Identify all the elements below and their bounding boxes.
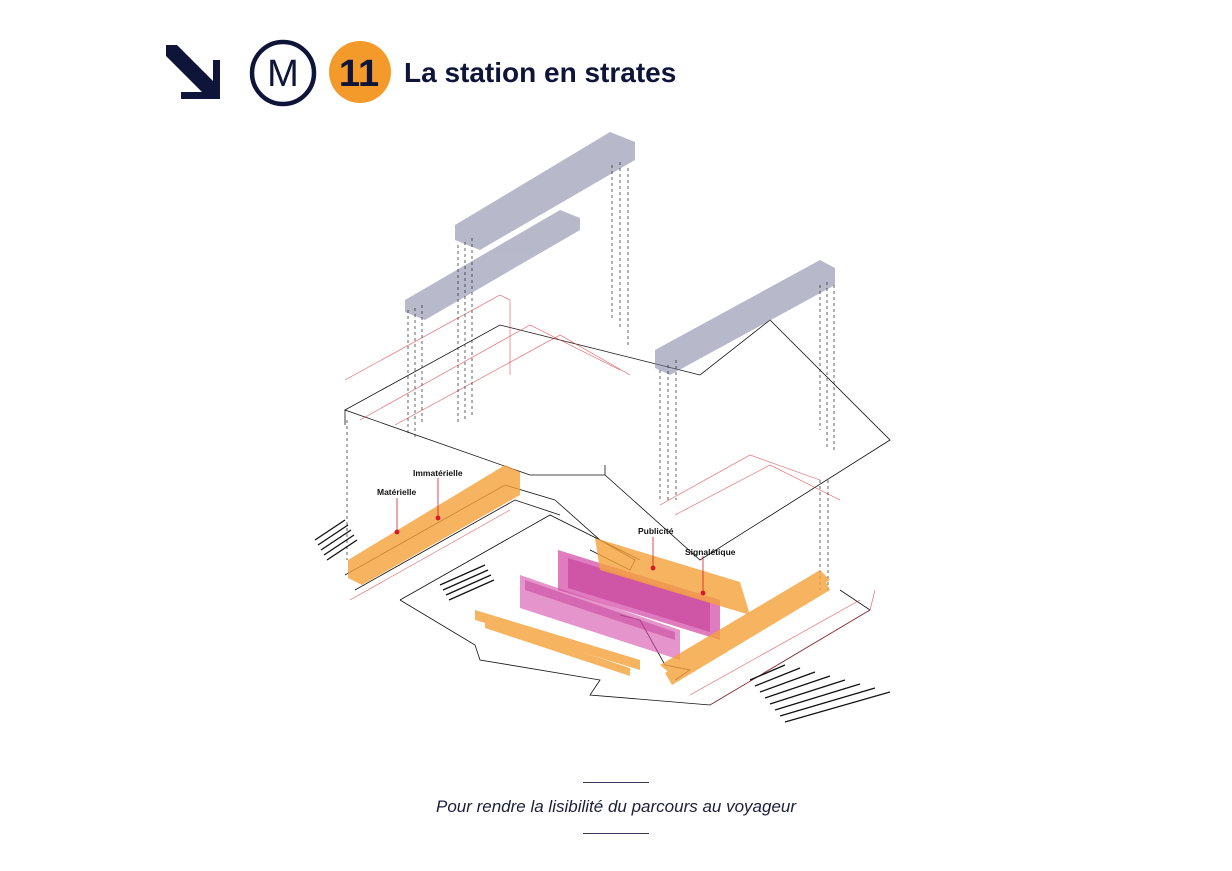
header: M 11 La station en strates — [0, 0, 1232, 120]
metro-logo-icon: M — [249, 39, 317, 107]
arrow-down-right-icon — [166, 45, 220, 99]
page-title: La station en strates — [404, 55, 676, 91]
caption-rule-top — [583, 782, 649, 783]
station-strata-diagram: Immatérielle Matérielle Publicité Signal… — [300, 120, 920, 740]
line-number: 11 — [339, 53, 379, 95]
metro-letter: M — [267, 53, 299, 95]
line-11-badge-icon: 11 — [328, 40, 392, 104]
axonometric-illustration: Immatérielle Matérielle Publicité Signal… — [300, 120, 920, 740]
label-signaletique: Signalétique — [685, 547, 736, 557]
caption: Pour rendre la lisibilité du parcours au… — [0, 796, 1232, 818]
label-immaterielle: Immatérielle — [413, 468, 463, 478]
label-materielle: Matérielle — [377, 487, 416, 497]
caption-rule-bottom — [583, 833, 649, 834]
label-publicite: Publicité — [638, 526, 674, 536]
